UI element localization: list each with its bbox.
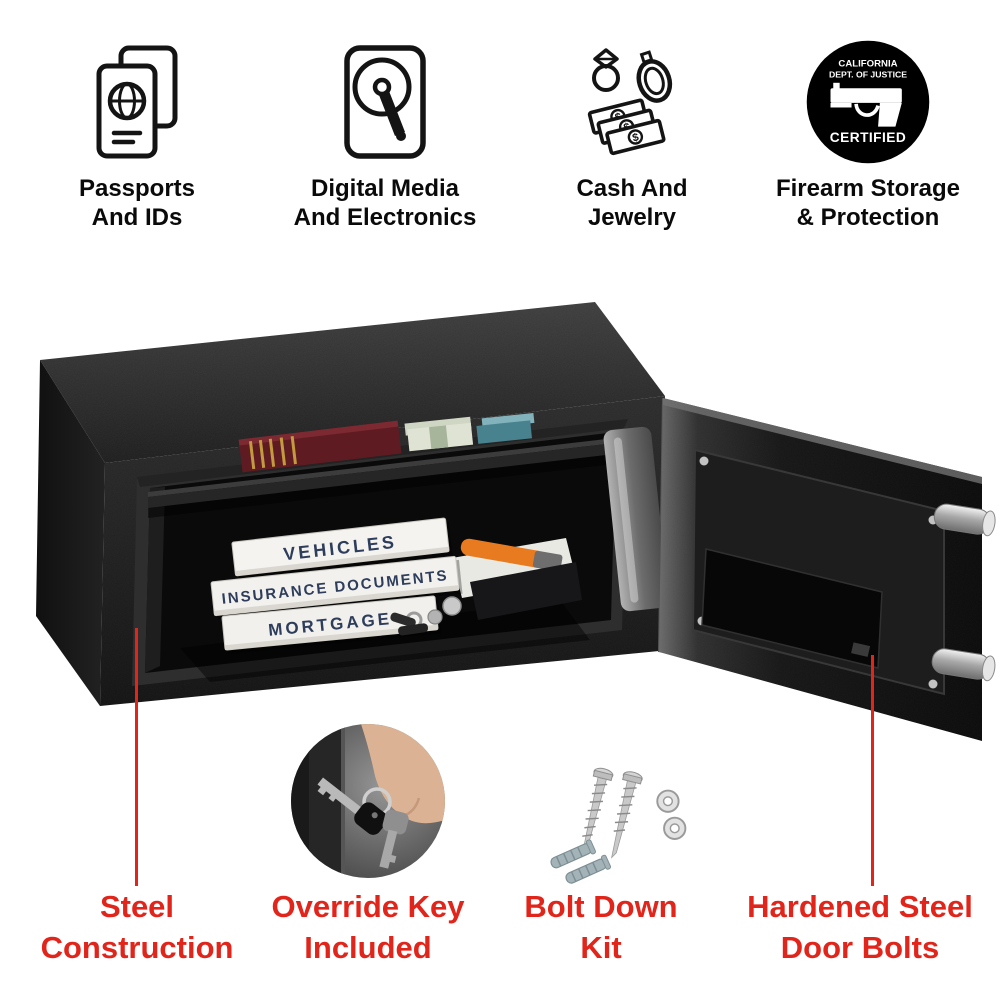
- feature-cash-jewelry-label: Cash And Jewelry: [576, 174, 687, 232]
- door-hinge: [603, 426, 669, 612]
- feature-firearm-storage-line1: Firearm Storage: [775, 175, 961, 202]
- safe-door: [659, 398, 982, 741]
- callout-key-line1: Override Key: [271, 889, 465, 924]
- door-hinge-edge: [658, 398, 702, 655]
- cash-jewelry-icon: $ $ $: [580, 38, 684, 166]
- wall-anchor-1: [550, 839, 596, 869]
- callout-bolt-down-kit: Bolt Down Kit: [476, 886, 726, 968]
- cash-jewelry-icon-svg: $ $ $: [587, 48, 673, 156]
- callout-steel-construction: Steel Construction: [7, 886, 267, 968]
- callout-steel-line1: Steel: [99, 889, 175, 924]
- binder-mortgage-label: MORTGAGE: [267, 609, 392, 640]
- cash-bills-glyph: $ $ $: [587, 98, 666, 156]
- washers: [656, 789, 687, 840]
- hard-drive-icon-svg: [344, 45, 426, 159]
- feature-digital-media-line1: Digital Media: [310, 175, 460, 202]
- wall-anchor-2: [565, 854, 612, 884]
- feature-firearm-storage-line2: & Protection: [796, 204, 940, 231]
- callout-override-key: Override Key Included: [238, 886, 498, 968]
- doj-certified-badge-svg: CALIFORNIA DEPT. OF JUSTICE CERTIFIED: [806, 40, 930, 164]
- feature-digital-media-line2: And Electronics: [293, 204, 477, 231]
- watch-glyph: [636, 50, 673, 103]
- passport-icon-svg: [96, 45, 178, 159]
- feature-digital-media-label: Digital Media And Electronics: [294, 174, 477, 232]
- callout-doorbolts-line1: Hardened Steel: [747, 889, 973, 924]
- binder-vehicles-label: VEHICLES: [282, 532, 398, 565]
- binder-mortgage: MORTGAGE: [221, 595, 442, 654]
- binder-vehicles: VEHICLES: [231, 517, 453, 580]
- callout-key-line2: Included: [304, 930, 432, 965]
- orange-tool: [460, 538, 563, 572]
- door-inner-panel: [691, 448, 945, 696]
- cash-stack: [404, 416, 474, 452]
- hand: [361, 724, 445, 824]
- bolt-down-kit-photo: [542, 762, 697, 884]
- callout-line-door-bolts: [871, 655, 874, 886]
- door-bolt-bottom: [931, 648, 996, 682]
- passport-icon: [87, 38, 187, 166]
- spare-keys: [390, 596, 462, 636]
- callout-steel-line2: Construction: [40, 930, 234, 965]
- wallet: [470, 562, 582, 620]
- red-book: [238, 420, 402, 473]
- white-papers: [452, 538, 576, 598]
- hard-drive-icon: [335, 38, 435, 166]
- feature-cash-jewelry-line1: Cash And: [576, 175, 688, 202]
- callout-boltkit-line2: Kit: [580, 930, 622, 965]
- feature-firearm-storage-label: Firearm Storage & Protection: [776, 174, 960, 232]
- callout-door-bolts: Hardened Steel Door Bolts: [705, 886, 1000, 968]
- bolt-down-kit-svg: [550, 767, 687, 884]
- svg-text:CERTIFIED: CERTIFIED: [830, 130, 906, 145]
- feature-passports: Passports And IDs: [7, 38, 267, 232]
- key-black: [317, 777, 388, 835]
- door-bolt-top: [933, 503, 996, 537]
- feature-cash-jewelry: $ $ $ Cash And Jewelry: [502, 38, 762, 232]
- feature-passports-label: Passports And IDs: [79, 174, 195, 232]
- lag-screw-2: [611, 771, 643, 859]
- override-key-photo-svg: [291, 724, 445, 878]
- teal-cards: [476, 412, 535, 444]
- keypad-cover: [701, 548, 883, 669]
- safe-interior: VEHICLES INSURANCE DOCUMENTS MORTGAGE: [132, 412, 628, 686]
- binder-insurance-label: INSURANCE DOCUMENTS: [221, 567, 450, 608]
- safe-body: [36, 302, 665, 706]
- svg-text:DEPT. OF JUSTICE: DEPT. OF JUSTICE: [829, 69, 907, 79]
- svg-text:$: $: [631, 131, 640, 144]
- override-key-photo: [291, 724, 445, 878]
- feature-cash-jewelry-line2: Jewelry: [587, 204, 677, 231]
- callout-boltkit-line1: Bolt Down: [524, 889, 678, 924]
- feature-passports-line2: And IDs: [91, 204, 183, 231]
- key-silver: [379, 809, 409, 869]
- lag-screw-1: [581, 767, 614, 856]
- doj-certified-badge: CALIFORNIA DEPT. OF JUSTICE CERTIFIED: [804, 38, 932, 166]
- callout-line-steel-construction: [135, 628, 138, 886]
- feature-passports-line1: Passports: [78, 175, 196, 202]
- feature-digital-media: Digital Media And Electronics: [255, 38, 515, 232]
- feature-firearm-storage: CALIFORNIA DEPT. OF JUSTICE CERTIFIED Fi…: [738, 38, 998, 232]
- handgun-icon: [830, 82, 902, 127]
- callout-doorbolts-line2: Door Bolts: [780, 930, 940, 965]
- binder-insurance: INSURANCE DOCUMENTS: [210, 555, 463, 620]
- svg-text:CALIFORNIA: CALIFORNIA: [838, 58, 897, 69]
